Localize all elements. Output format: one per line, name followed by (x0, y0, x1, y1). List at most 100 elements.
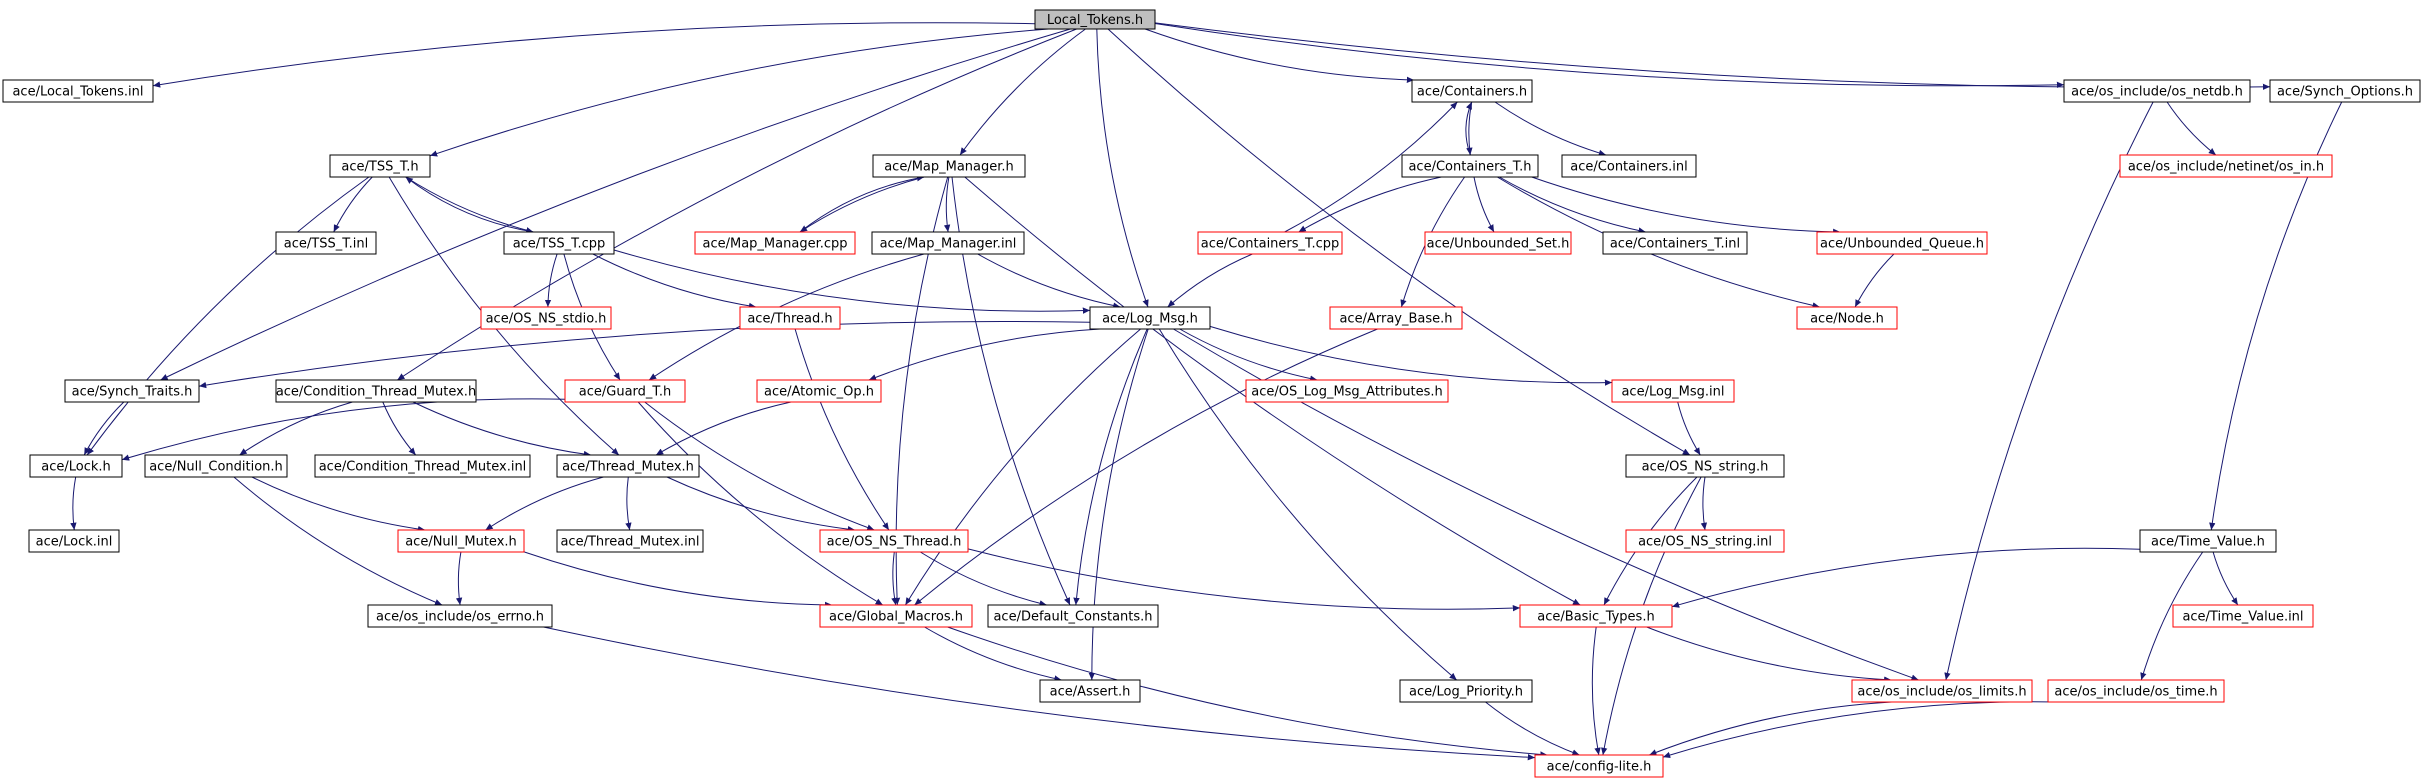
node-label: ace/Atomic_Op.h (764, 385, 874, 400)
edge-log_msg_h-to-synch_traits_h (198, 321, 1091, 389)
node-box (1197, 231, 1343, 255)
node-containers-inl[interactable]: ace/Containers.inl (1561, 154, 1697, 178)
node-label: ace/Thread.h (747, 312, 832, 327)
edge-tss_t_cpp-to-tss_t_h (405, 176, 534, 233)
node-basic-types-h[interactable]: ace/Basic_Types.h (1519, 604, 1673, 628)
node-time-value-h[interactable]: ace/Time_Value.h (2139, 529, 2277, 553)
node-box (739, 306, 841, 330)
node-label: ace/Null_Condition.h (149, 460, 283, 475)
edge-thread_mutex_h-to-null_mutex_h (485, 476, 604, 531)
node-thread-mutex-h[interactable]: ace/Thread_Mutex.h (556, 454, 700, 478)
node-label: ace/Basic_Types.h (1537, 610, 1654, 625)
node-os-log-msg-attributes-h[interactable]: ace/OS_Log_Msg_Attributes.h (1245, 379, 1449, 403)
node-null-mutex-h[interactable]: ace/Null_Mutex.h (397, 529, 525, 553)
node-label: ace/os_include/os_netdb.h (2071, 85, 2243, 100)
edge-guard_t_h-to-os_ns_thread_h (644, 401, 875, 531)
node-box (1245, 379, 1449, 403)
node-label: ace/Containers_T.h (1408, 160, 1531, 175)
node-box (1796, 306, 1898, 330)
node-atomic-op-h[interactable]: ace/Atomic_Op.h (756, 379, 882, 403)
node-condition-thread-mutex-inl[interactable]: ace/Condition_Thread_Mutex.inl (314, 454, 531, 478)
node-box (314, 454, 531, 478)
node-os-netdb-h[interactable]: ace/os_include/os_netdb.h (2063, 79, 2251, 103)
edge-root-to-os_ns_string_h (1107, 28, 1691, 456)
node-label: ace/Lock.inl (36, 535, 113, 550)
node-label: ace/os_include/netinet/os_in.h (2128, 160, 2324, 175)
node-label: ace/Null_Mutex.h (405, 535, 517, 550)
edge-map_manager_inl-to-log_msg_h (977, 253, 1121, 309)
node-box (64, 379, 200, 403)
node-tss-t-inl[interactable]: ace/TSS_T.inl (275, 231, 377, 255)
node-local-tokens-inl[interactable]: ace/Local_Tokens.inl (2, 79, 154, 103)
node-os-errno-h[interactable]: ace/os_include/os_errno.h (367, 604, 553, 628)
node-label: ace/Unbounded_Set.h (1427, 237, 1570, 252)
edge-guard_t_h-to-global_macros_h (637, 401, 884, 606)
edge-log_msg_h-to-atomic_op_h (868, 328, 1101, 381)
node-box (1034, 9, 1156, 30)
node-label: ace/OS_NS_stdio.h (486, 312, 607, 327)
node-label: ace/Time_Value.inl (2182, 610, 2303, 625)
node-condition-thread-mutex-h[interactable]: ace/Condition_Thread_Mutex.h (275, 379, 477, 403)
node-map-manager-h[interactable]: ace/Map_Manager.h (872, 154, 1026, 178)
node-lock-h[interactable]: ace/Lock.h (29, 454, 123, 478)
edge-null_condition_h-to-os_errno_h (233, 476, 443, 606)
edge-null_mutex_h-to-os_errno_h (455, 551, 463, 606)
node-label: ace/OS_Log_Msg_Attributes.h (1251, 385, 1442, 400)
node-os-ns-thread-h[interactable]: ace/OS_NS_Thread.h (819, 529, 969, 553)
node-null-condition-h[interactable]: ace/Null_Condition.h (144, 454, 288, 478)
node-root[interactable]: Local_Tokens.h (1034, 9, 1156, 30)
node-tss-t-h[interactable]: ace/TSS_T.h (329, 154, 431, 178)
node-netinet-os-in-h[interactable]: ace/os_include/netinet/os_in.h (2119, 154, 2333, 178)
node-containers-t-inl[interactable]: ace/Containers_T.inl (1602, 231, 1748, 255)
node-os-limits-h[interactable]: ace/os_include/os_limits.h (1851, 679, 2033, 703)
node-thread-h[interactable]: ace/Thread.h (739, 306, 841, 330)
edge-containers_t_h-to-unbounded_set_h (1473, 176, 1495, 233)
node-label: ace/Log_Msg.inl (1621, 385, 1724, 400)
node-box (1424, 231, 1572, 255)
node-array-base-h[interactable]: ace/Array_Base.h (1329, 306, 1463, 330)
node-thread-mutex-inl[interactable]: ace/Thread_Mutex.inl (556, 529, 704, 553)
node-global-macros-h[interactable]: ace/Global_Macros.h (819, 604, 973, 628)
node-config-lite-h[interactable]: ace/config-lite.h (1534, 754, 1664, 778)
node-os-time-h[interactable]: ace/os_include/os_time.h (2047, 679, 2225, 703)
node-box (275, 231, 377, 255)
node-label: ace/Condition_Thread_Mutex.h (276, 385, 476, 400)
node-map-manager-inl[interactable]: ace/Map_Manager.inl (871, 231, 1025, 255)
node-node-h[interactable]: ace/Node.h (1796, 306, 1898, 330)
node-box (1534, 754, 1664, 778)
node-unbounded-set-h[interactable]: ace/Unbounded_Set.h (1424, 231, 1572, 255)
node-os-ns-string-inl[interactable]: ace/OS_NS_string.inl (1625, 529, 1785, 553)
node-assert-h[interactable]: ace/Assert.h (1039, 679, 1141, 703)
node-log-msg-inl[interactable]: ace/Log_Msg.inl (1611, 379, 1735, 403)
node-synch-traits-h[interactable]: ace/Synch_Traits.h (64, 379, 200, 403)
node-containers-t-cpp[interactable]: ace/Containers_T.cpp (1197, 231, 1343, 255)
edge-containers_t_cpp-to-containers_h (1284, 101, 1458, 233)
node-box (694, 231, 856, 255)
node-os-ns-string-h[interactable]: ace/OS_NS_string.h (1625, 454, 1785, 478)
edge-root-to-containers_h (1144, 28, 1415, 83)
node-tss-t-cpp[interactable]: ace/TSS_T.cpp (503, 231, 615, 255)
node-containers-t-h[interactable]: ace/Containers_T.h (1401, 154, 1539, 178)
node-os-ns-stdio-h[interactable]: ace/OS_NS_stdio.h (480, 306, 612, 330)
node-box (1519, 604, 1673, 628)
node-map-manager-cpp[interactable]: ace/Map_Manager.cpp (694, 231, 856, 255)
node-box (872, 154, 1026, 178)
node-lock-inl[interactable]: ace/Lock.inl (28, 529, 120, 553)
node-containers-h[interactable]: ace/Containers.h (1411, 79, 1533, 103)
node-synch-options-h[interactable]: ace/Synch_Options.h (2269, 79, 2421, 103)
edge-global_macros_h-to-config_lite_h (947, 626, 1548, 758)
edge-root-to-tss_t_h (429, 28, 1049, 157)
node-time-value-inl[interactable]: ace/Time_Value.inl (2172, 604, 2314, 628)
edge-containers_t_h-to-containers_t_inl (1499, 176, 1646, 234)
node-box (1399, 679, 1533, 703)
node-guard-t-h[interactable]: ace/Guard_T.h (564, 379, 686, 403)
edge-os_time_h-to-config_lite_h (1662, 701, 2058, 759)
node-default-constants-h[interactable]: ace/Default_Constants.h (987, 604, 1159, 628)
node-log-msg-h[interactable]: ace/Log_Msg.h (1089, 306, 1211, 330)
node-box (819, 604, 973, 628)
edge-containers_t_h-to-unbounded_queue_h (1531, 176, 1841, 236)
node-box (819, 529, 969, 553)
node-unbounded-queue-h[interactable]: ace/Unbounded_Queue.h (1816, 231, 1988, 255)
node-log-priority-h[interactable]: ace/Log_Priority.h (1399, 679, 1533, 703)
